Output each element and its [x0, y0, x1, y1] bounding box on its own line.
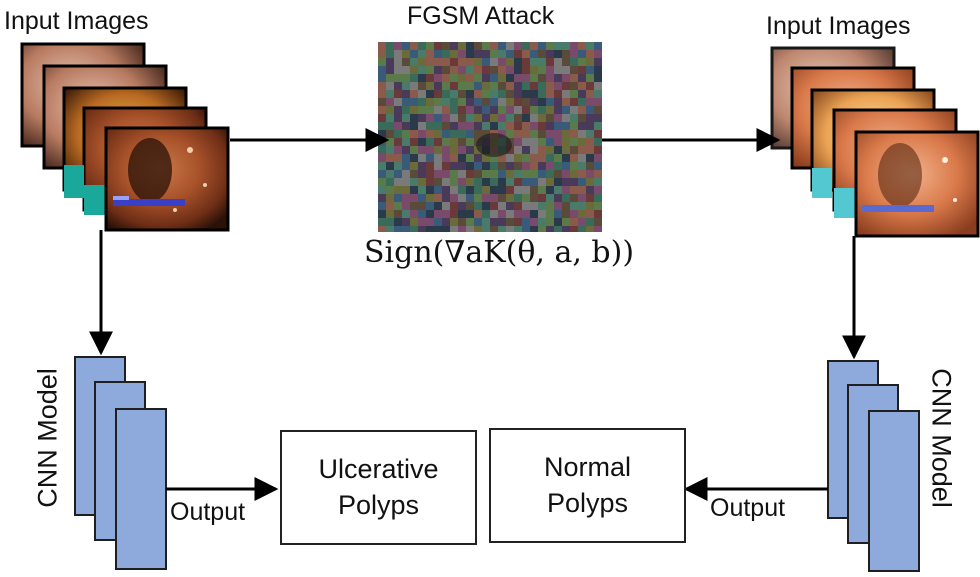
right-input-images-label: Input Images [766, 12, 911, 40]
ulcerative-polyps-line1: Ulcerative [318, 454, 439, 485]
normal-polyps-box: Normal Polyps [489, 428, 686, 543]
right-cnn-model-label: CNN Model [926, 368, 957, 508]
gradient-sign-formula: Sign(∇aK(θ, a, b)) [364, 235, 635, 270]
left-input-image-stack [20, 42, 230, 232]
right-input-image-stack [770, 46, 980, 238]
left-cnn-model-label: CNN Model [32, 368, 63, 508]
fgsm-attack-title: FGSM Attack [407, 2, 555, 30]
right-output-label: Output [710, 494, 786, 522]
right-cnn-model-blocks [827, 360, 920, 572]
normal-polyps-line1: Normal [543, 452, 631, 483]
left-output-label: Output [170, 498, 246, 526]
left-input-images-label: Input Images [4, 7, 149, 35]
left-cnn-model-blocks [74, 356, 167, 570]
normal-polyps-line2: Polyps [546, 487, 629, 518]
ulcerative-polyps-line2: Polyps [337, 489, 420, 520]
fgsm-noise-image [378, 42, 602, 232]
arrows [89, 128, 866, 501]
ulcerative-polyps-box: Ulcerative Polyps [280, 430, 477, 545]
